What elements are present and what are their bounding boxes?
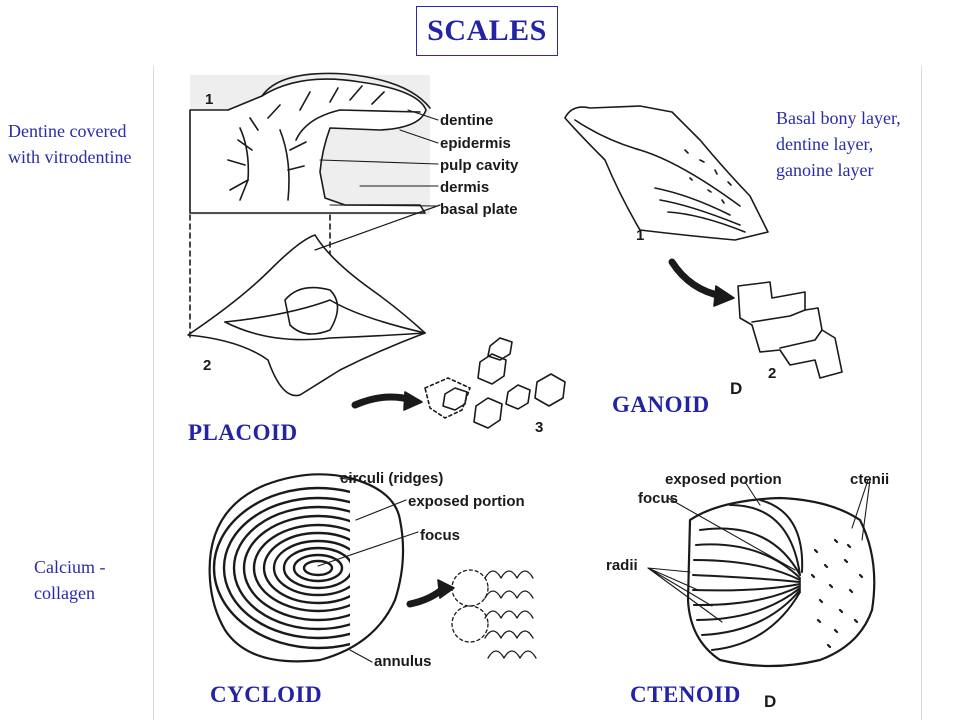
- cycloid-part-annulus: annulus: [374, 653, 432, 670]
- ctenoid-diagram: [647, 479, 876, 668]
- page-title: SCALES: [427, 14, 547, 47]
- ctenoid-part-exposed-portion: exposed portion: [665, 471, 782, 488]
- panel-letter-top: D: [730, 379, 742, 398]
- placoid-part-dermis: dermis: [440, 179, 489, 196]
- placoid-part-epidermis: epidermis: [440, 135, 511, 152]
- ganoid-diagram: [564, 105, 843, 379]
- ctenoid-part-ctenii: ctenii: [850, 471, 889, 488]
- placoid-figure-number-2: 2: [203, 357, 211, 374]
- placoid-figure-number-1: 1: [205, 91, 213, 108]
- cycloid-part-exposed-portion: exposed portion: [408, 493, 525, 510]
- cycloid-note: Calcium - collagen: [34, 557, 106, 603]
- cycloid-part-focus: focus: [420, 527, 460, 544]
- placoid-part-pulp-cavity: pulp cavity: [440, 157, 519, 174]
- ganoid-note: Basal bony layer, dentine layer, ganoine…: [776, 108, 901, 180]
- cycloid-diagram: [208, 473, 537, 663]
- ganoid-figure-number-2: 2: [768, 365, 776, 382]
- placoid-part-basal-plate: basal plate: [440, 201, 518, 218]
- placoid-figure-number-3: 3: [535, 419, 543, 436]
- title-box: SCALES: [416, 6, 558, 56]
- ctenoid-part-focus: focus: [638, 490, 678, 507]
- placoid-part-dentine: dentine: [440, 112, 493, 129]
- panel-letter-bottom: D: [764, 692, 776, 711]
- placoid-diagram: [187, 72, 566, 429]
- ganoid-figure-number-1: 1: [636, 227, 644, 244]
- cycloid-label: CYCLOID: [210, 682, 323, 707]
- ctenoid-part-radii: radii: [606, 557, 638, 574]
- ganoid-label: GANOID: [612, 392, 710, 417]
- placoid-label: PLACOID: [188, 420, 298, 445]
- ctenoid-label: CTENOID: [630, 682, 741, 707]
- placoid-note: Dentine covered with vitrodentine: [8, 121, 132, 167]
- cycloid-part-circuli: circuli (ridges): [340, 470, 443, 487]
